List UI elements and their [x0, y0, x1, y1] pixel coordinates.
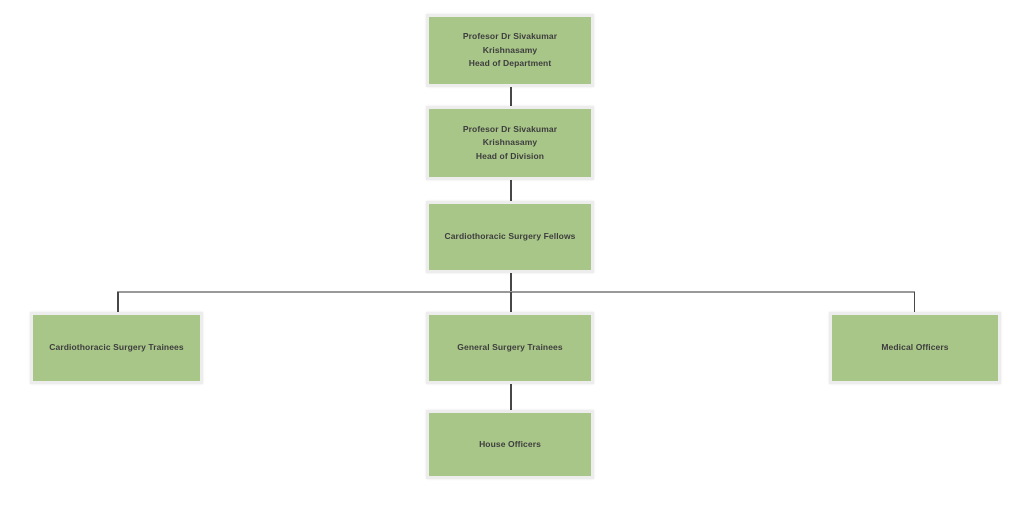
- org-node-cardiothoracic-surgery-trainees: Cardiothoracic Surgery Trainees: [30, 312, 203, 384]
- node-name: Medical Officers: [881, 342, 949, 353]
- node-text: General Surgery Trainees: [439, 341, 581, 355]
- connector-fellows-to-branch: [510, 273, 512, 292]
- connector-branch-to-ct-trainees: [117, 292, 119, 312]
- connector-division-to-fellows: [510, 180, 512, 201]
- node-name: General Surgery Trainees: [457, 342, 563, 353]
- org-node-head-of-division: Profesor Dr Sivakumar Krishnasamy Head o…: [426, 106, 594, 180]
- connector-gs-trainees-to-house-officers: [510, 384, 512, 410]
- connector-branch-horizontal: [117, 291, 915, 293]
- node-name: Cardiothoracic Surgery Fellows: [444, 231, 576, 242]
- node-name: Profesor Dr Sivakumar Krishnasamy: [462, 31, 558, 55]
- node-text: House Officers: [439, 438, 581, 452]
- node-text: Medical Officers: [842, 341, 988, 355]
- node-name: Cardiothoracic Surgery Trainees: [49, 342, 184, 353]
- connector-dept-to-division: [510, 87, 512, 106]
- node-name: Profesor Dr Sivakumar Krishnasamy: [462, 123, 558, 148]
- org-node-head-of-department: Profesor Dr Sivakumar Krishnasamy Head o…: [426, 14, 594, 87]
- org-node-medical-officers: Medical Officers: [829, 312, 1001, 384]
- connector-branch-to-medical-officers: [913, 292, 915, 312]
- node-role: Head of Division: [475, 150, 545, 161]
- org-node-house-officers: House Officers: [426, 410, 594, 479]
- org-node-general-surgery-trainees: General Surgery Trainees: [426, 312, 594, 384]
- org-node-cardiothoracic-surgery-fellows: Cardiothoracic Surgery Fellows: [426, 201, 594, 273]
- node-role: Head of Department: [468, 58, 552, 69]
- node-text: Profesor Dr Sivakumar Krishnasamy Head o…: [439, 123, 581, 164]
- node-name: House Officers: [479, 438, 541, 449]
- node-text: Profesor Dr Sivakumar Krishnasamy Head o…: [439, 30, 581, 71]
- node-text: Cardiothoracic Surgery Fellows: [439, 230, 581, 244]
- connector-branch-to-gs-trainees: [510, 292, 512, 312]
- node-text: Cardiothoracic Surgery Trainees: [43, 341, 190, 355]
